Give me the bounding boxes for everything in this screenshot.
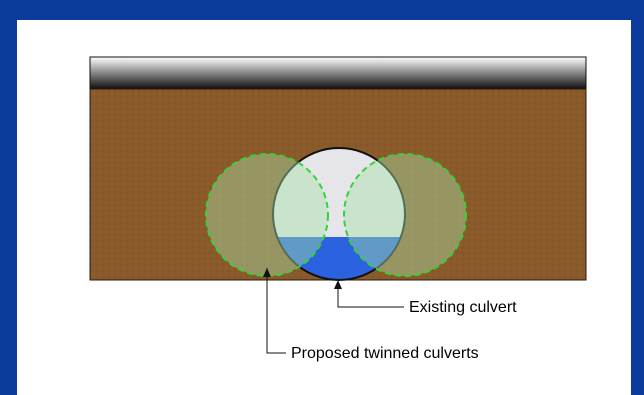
proposed-culverts-label: Proposed twinned culverts — [291, 345, 479, 362]
proposed-culvert-left — [205, 153, 329, 277]
existing-culvert-leader — [334, 280, 404, 308]
proposed-culvert-right — [343, 153, 467, 277]
existing-culvert-label: Existing culvert — [409, 299, 517, 316]
road-surface — [90, 57, 586, 89]
proposed-culvert-leader — [263, 268, 286, 354]
